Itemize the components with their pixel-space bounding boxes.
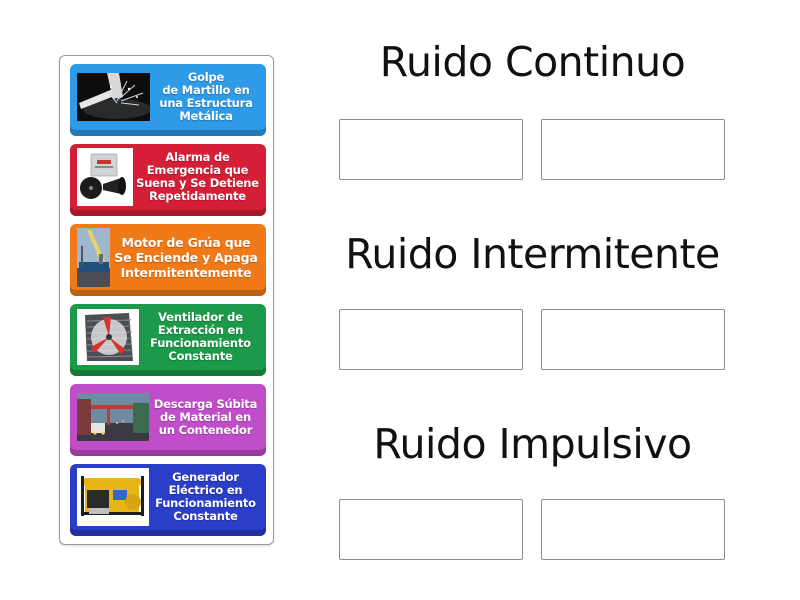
card-line: Funcionamiento [155, 496, 256, 510]
crane-image [77, 227, 110, 287]
card-label: Descarga Súbita de Material en un Conten… [149, 396, 260, 437]
drop-slot-impulsive-2[interactable] [541, 499, 725, 560]
card-electric-generator[interactable]: Generador Eléctrico en Funcionamiento Co… [70, 464, 266, 536]
card-hammer-strike[interactable]: Golpe de Martillo en una Estructura Metá… [70, 64, 266, 136]
drop-slot-impulsive-1[interactable] [339, 499, 523, 560]
card-line: Funcionamiento [150, 336, 251, 350]
drop-slot-continuous-2[interactable] [541, 119, 725, 180]
group-title-impulsive: Ruido Impulsivo [373, 420, 692, 468]
card-label: Alarma de Emergencia que Suena y Se Deti… [133, 151, 260, 203]
card-line: de Martillo en [162, 83, 250, 97]
card-line: Emergencia que [146, 163, 249, 177]
drop-slot-intermittent-1[interactable] [339, 309, 523, 370]
card-bank: Golpe de Martillo en una Estructura Metá… [59, 55, 274, 545]
card-line: Ventilador de [158, 310, 243, 324]
card-material-discharge[interactable]: Descarga Súbita de Material en un Conten… [70, 384, 266, 456]
group-title-continuous: Ruido Continuo [379, 38, 686, 86]
card-line: Golpe [187, 70, 225, 84]
card-line: Alarma de [165, 150, 230, 164]
group-title-intermittent: Ruido Intermitente [345, 230, 720, 278]
card-label: Ventilador de Extracción en Funcionamien… [139, 311, 260, 363]
card-crane-motor[interactable]: Motor de Grúa que Se Enciende y Apaga In… [70, 224, 266, 296]
card-line: de Material en [159, 409, 252, 424]
drop-slot-continuous-1[interactable] [339, 119, 523, 180]
card-line: Motor de Grúa que [121, 234, 251, 250]
card-label: Generador Eléctrico en Funcionamiento Co… [149, 471, 260, 523]
card-label: Motor de Grúa que Se Enciende y Apaga In… [110, 235, 260, 280]
card-line: Descarga Súbita [153, 396, 258, 411]
hammer-strike-image [77, 73, 150, 121]
card-line: una Estructura [159, 96, 253, 110]
card-line: un Contenedor [158, 422, 253, 437]
alarm-siren-image [77, 148, 133, 206]
card-line: Constante [168, 349, 233, 363]
card-line: Eléctrico en [168, 483, 243, 497]
card-label: Golpe de Martillo en una Estructura Metá… [150, 71, 260, 123]
card-line: Extracción en [157, 323, 244, 337]
card-line: Intermitentemente [120, 264, 252, 280]
generator-image [77, 468, 149, 526]
card-exhaust-fan[interactable]: Ventilador de Extracción en Funcionamien… [70, 304, 266, 376]
card-line: Repetidamente [149, 189, 246, 203]
card-line: Metálica [179, 109, 233, 123]
card-emergency-alarm[interactable]: Alarma de Emergencia que Suena y Se Deti… [70, 144, 266, 216]
exhaust-fan-image [77, 309, 139, 365]
card-line: Generador [172, 470, 239, 484]
drop-slot-intermittent-2[interactable] [541, 309, 725, 370]
container-unload-image [77, 393, 149, 441]
card-line: Se Enciende y Apaga [114, 249, 258, 265]
card-line: Suena y Se Detiene [136, 176, 259, 190]
card-line: Constante [173, 509, 238, 523]
